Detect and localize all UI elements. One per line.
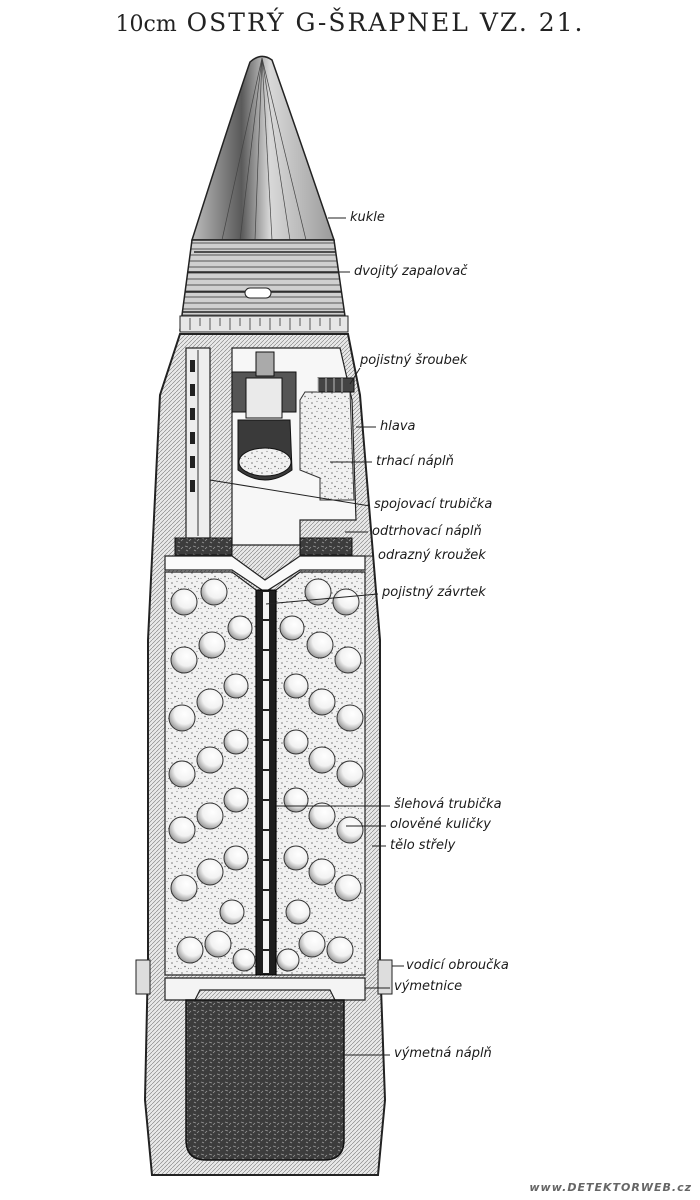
- label-pojistny-zavrtek: pojistný závrtek: [382, 585, 486, 600]
- diaphragm-cone: [164, 555, 366, 593]
- pusher-plate: [164, 977, 366, 1001]
- bursting-charge: [299, 391, 355, 501]
- driving-band: [135, 959, 151, 995]
- label-vymetna-napln: výmetná náplň: [394, 1046, 492, 1061]
- expelling-charge: [185, 999, 345, 1161]
- tearing-charge: [174, 537, 233, 556]
- label-trhaci-napln: trhací náplň: [376, 454, 454, 469]
- watermark: www.DETEKTORWEB.cz: [529, 1181, 692, 1194]
- leader-lines: [209, 217, 404, 1056]
- label-telo-strely: tělo střely: [390, 838, 456, 853]
- label-olovene-kulicky: olověné kuličky: [390, 817, 491, 832]
- label-spojovaci-trubicka: spojovací trubička: [374, 497, 493, 512]
- label-slehova-trubicka: šlehová trubička: [394, 797, 502, 812]
- label-odtrhovaci-napln: odtrhovací náplň: [372, 524, 482, 539]
- title-main: OSTRÝ G-ŠRAPNEL VZ. 21.: [186, 8, 585, 37]
- nose-cap: [190, 55, 336, 241]
- label-odrazny-krouzek: odrazný kroužek: [378, 548, 486, 563]
- label-vodici-obroucka: vodicí obroučka: [406, 958, 509, 973]
- label-pojistny-sroubek: pojistný šroubek: [360, 353, 468, 368]
- label-hlava: hlava: [380, 419, 416, 434]
- diagram-title: 10cm OSTRÝ G-ŠRAPNEL VZ. 21.: [0, 8, 700, 37]
- label-dvojity-zapalovac: dvojitý zapalovač: [354, 264, 468, 279]
- label-kukle: kukle: [350, 210, 385, 225]
- lead-balls: [168, 578, 364, 972]
- label-vymetnice: výmetnice: [394, 979, 463, 994]
- title-size: 10: [115, 12, 144, 37]
- title-unit: cm: [143, 12, 177, 37]
